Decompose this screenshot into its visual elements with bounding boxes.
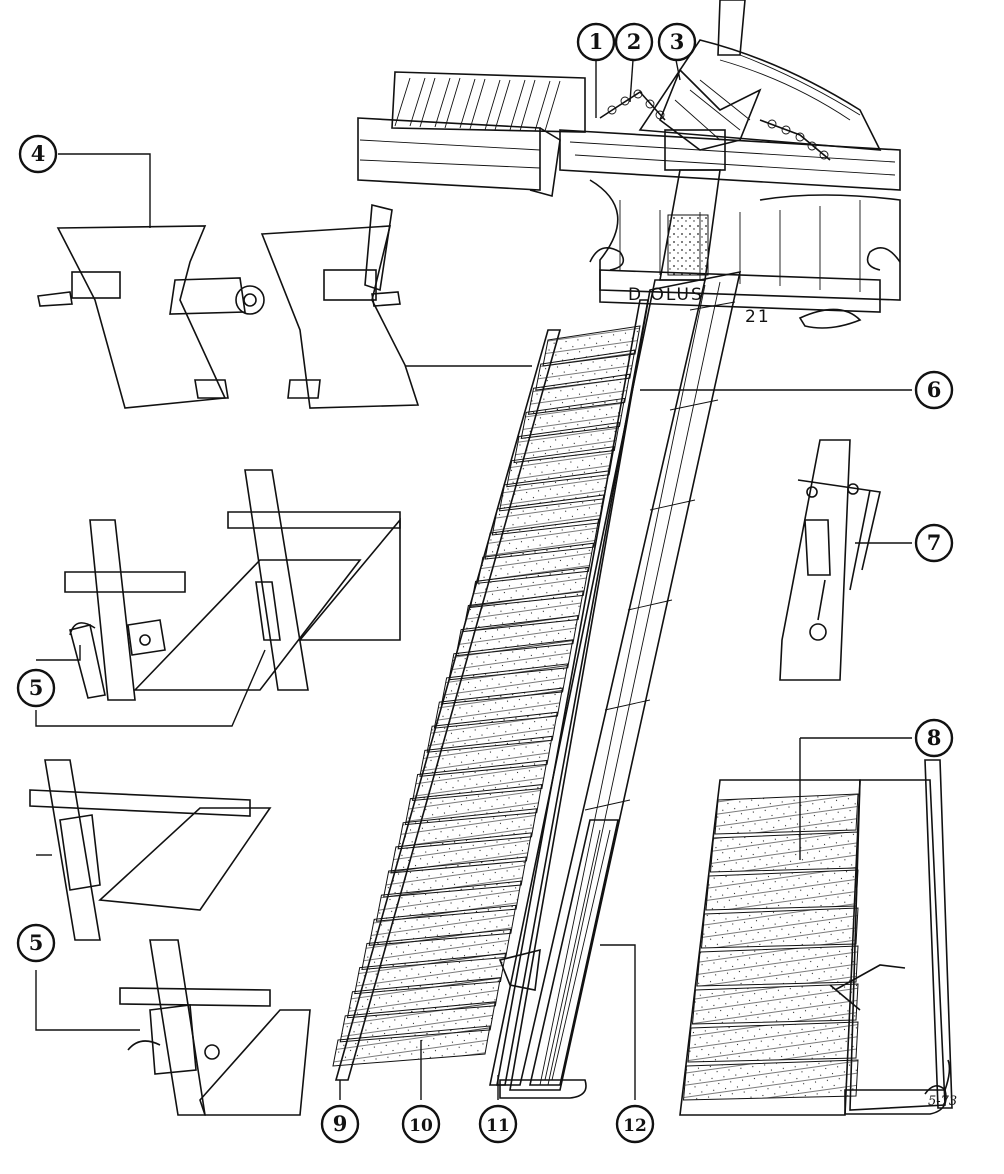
hub-number: 21 [745,307,771,327]
callout-circle [401,1104,441,1144]
callout-circle [16,923,56,963]
callout-c2: 2 [614,22,654,62]
callout-circle [614,22,654,62]
detail-8-shutter [696,945,859,987]
detail-4-clamp [37,203,420,409]
sail-shutter [332,1025,491,1067]
callout-c11: 11 [478,1104,518,1144]
detail-8-shutters: 5-73 [679,759,957,1116]
callout-c4: 4 [18,134,58,174]
callout-c12: 12 [615,1104,655,1144]
callout-c5a: 5 [16,668,56,708]
callout-label: 6 [927,377,942,402]
callout-label: 2 [627,29,642,54]
callout-label: 9 [333,1111,348,1136]
callout-c8: 8 [914,718,954,758]
callout-circle [615,1104,655,1144]
callout-c3: 3 [657,22,697,62]
callout-circle [657,22,697,62]
leader-lines [35,59,912,1100]
callout-label: 7 [927,530,942,555]
callout-label: 5 [29,930,44,955]
callout-c1: 1 [576,22,616,62]
main-sail [332,270,742,1099]
detail-7-rod [779,439,881,681]
callout-label: 10 [409,1116,433,1136]
callout-circle [18,134,58,174]
callout-label: 3 [670,29,685,54]
callout-circle [914,370,954,410]
callout-label: 8 [927,725,942,750]
detail-8-shutter [705,869,859,911]
callout-label: 5 [29,675,44,700]
detail-8-shutter [714,793,859,835]
callout-c6: 6 [914,370,954,410]
callout-circle [914,718,954,758]
callout-c7: 7 [914,523,954,563]
callout-circle [478,1104,518,1144]
detail-8-shutter-group [682,793,859,1101]
callout-c9: 9 [320,1104,360,1144]
callout-c10: 10 [401,1104,441,1144]
callout-circle [914,523,954,563]
detail-8-shutter [682,1059,859,1101]
callout-circle [16,668,56,708]
callout-label: 4 [31,141,46,166]
detail-5b-hinges [29,759,311,1116]
callout-label: 11 [486,1116,510,1136]
detail-8-shutter [691,983,859,1025]
detail-8-shutter [709,831,859,873]
callout-circle [576,22,616,62]
detail-5a-hinges [64,469,401,701]
shutter-group [332,325,641,1067]
detail-8-shutter [700,907,859,949]
callout-circle [320,1104,360,1144]
artist-signature: 5-73 [928,1094,957,1109]
detail-8-shutter [687,1021,859,1063]
callout-c5b: 5 [16,923,56,963]
callout-label: 12 [623,1116,647,1136]
callout-label: 1 [589,29,604,54]
